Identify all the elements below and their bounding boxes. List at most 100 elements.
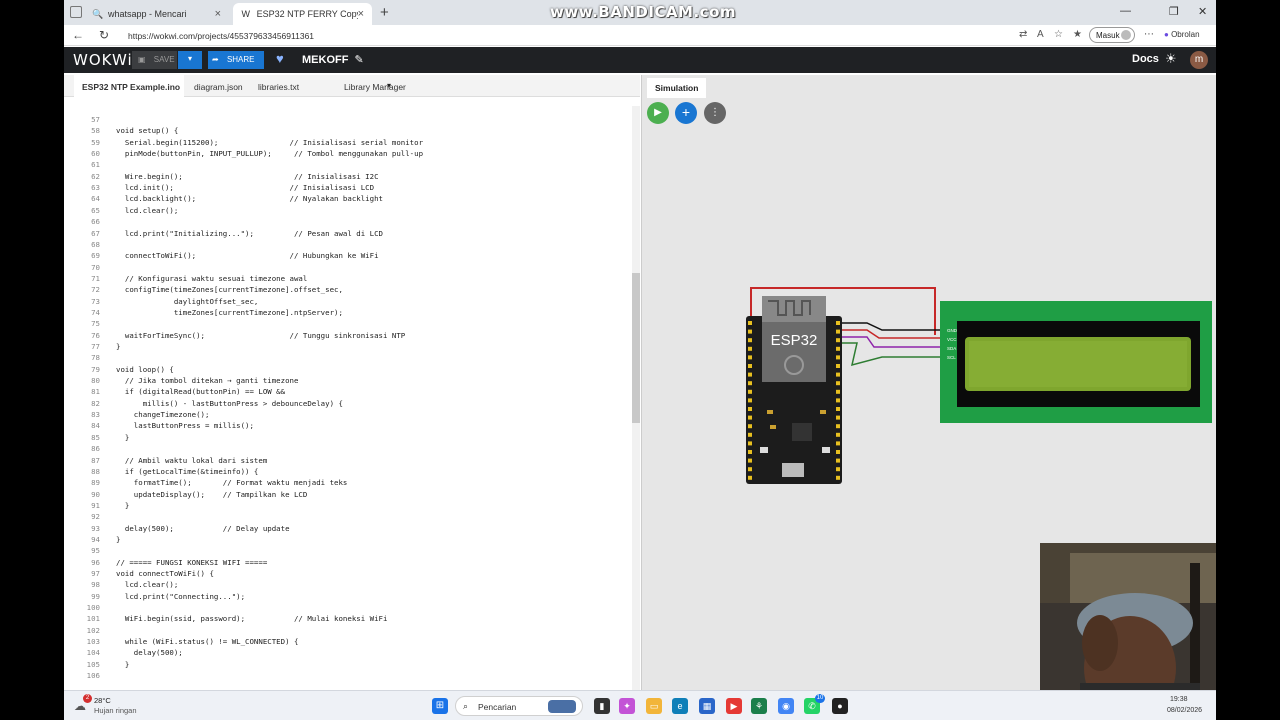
wokwi-logo[interactable]: WOKWi <box>73 51 133 69</box>
code-line[interactable]: 103 while (WiFi.status() != WL_CONNECTED… <box>64 636 632 647</box>
header-pin[interactable] <box>836 424 840 429</box>
code-line[interactable]: 61 <box>64 159 632 170</box>
header-pin[interactable] <box>836 389 840 394</box>
close-window-icon[interactable]: ✕ <box>1198 6 1208 18</box>
browser-tab-wokwi[interactable]: W ESP32 NTP FERRY Copyok Copy - W × <box>233 3 372 25</box>
copilot-button[interactable]: ● Obrolan <box>1164 30 1200 39</box>
weather-icon[interactable]: ☁ <box>74 699 86 713</box>
microsoft-store-icon[interactable]: ▦ <box>699 698 715 714</box>
tab-libraries-txt[interactable]: libraries.txt <box>258 75 318 97</box>
header-pin[interactable] <box>748 346 752 351</box>
code-line[interactable]: 73 daylightOffset_sec, <box>64 296 632 307</box>
project-name[interactable]: MEKOFF ✎ <box>302 53 364 66</box>
code-line[interactable]: 85 } <box>64 432 632 443</box>
header-pin[interactable] <box>748 432 752 437</box>
code-line[interactable]: 87 // Ambil waktu lokal dari sistem <box>64 455 632 466</box>
youtube-icon[interactable]: ▶ <box>726 698 742 714</box>
code-line[interactable]: 67 lcd.print("Initializing..."); // Pesa… <box>64 228 632 239</box>
code-line[interactable]: 68 <box>64 239 632 250</box>
tab-diagram-json[interactable]: diagram.json <box>192 75 252 97</box>
code-line[interactable]: 94} <box>64 534 632 545</box>
weather-temperature[interactable]: 28°C <box>94 696 111 705</box>
task-view-icon[interactable]: ▮ <box>594 698 610 714</box>
header-pin[interactable] <box>748 467 752 472</box>
close-icon[interactable]: × <box>357 8 364 20</box>
header-pin[interactable] <box>748 381 752 386</box>
esp32-board[interactable]: ESP32 <box>746 296 842 484</box>
code-line[interactable]: 77} <box>64 341 632 352</box>
code-line[interactable]: 71 // Konfigurasi waktu sesuai timezone … <box>64 273 632 284</box>
taskbar-date[interactable]: 08/02/2026 <box>1167 707 1203 714</box>
header-pin[interactable] <box>748 398 752 403</box>
code-line[interactable]: 80 // Jika tombol ditekan → ganti timezo… <box>64 375 632 386</box>
code-line[interactable]: 92 <box>64 511 632 522</box>
header-pin[interactable] <box>836 441 840 446</box>
header-pin[interactable] <box>748 321 752 325</box>
code-line[interactable]: 74 timeZones[currentTimezone].ntpServer)… <box>64 307 632 318</box>
read-aloud-icon[interactable]: A <box>1037 29 1044 40</box>
close-icon[interactable]: × <box>214 8 221 20</box>
header-pin[interactable] <box>836 338 840 343</box>
weather-description[interactable]: Hujan ringan <box>94 706 137 715</box>
favorite-icon[interactable]: ☆ <box>1054 29 1063 40</box>
header-pin[interactable] <box>836 398 840 403</box>
translate-icon[interactable]: ⇄ <box>1019 29 1028 40</box>
header-pin[interactable] <box>836 415 840 420</box>
taskbar-search[interactable]: ⌕ Pencarian <box>455 696 583 716</box>
header-pin[interactable] <box>836 458 840 463</box>
maximize-icon[interactable]: ❐ <box>1169 6 1179 18</box>
header-pin[interactable] <box>836 432 840 437</box>
header-pin[interactable] <box>836 321 840 325</box>
tab-actions-icon[interactable] <box>70 6 82 18</box>
docs-link[interactable]: Docs <box>1132 53 1159 65</box>
theme-toggle-icon[interactable]: ☀ <box>1165 51 1177 66</box>
add-part-button[interactable]: + <box>675 102 697 124</box>
header-pin[interactable] <box>836 475 840 480</box>
header-pin[interactable] <box>748 338 752 343</box>
start-simulation-button[interactable]: ▶ <box>647 102 669 124</box>
browser-tab-whatsapp[interactable]: 🔍 whatsapp - Mencari × <box>84 3 229 25</box>
code-line[interactable]: 91 } <box>64 500 632 511</box>
code-line[interactable]: 95 <box>64 545 632 556</box>
code-line[interactable]: 57 <box>64 114 632 125</box>
code-line[interactable]: 96// ===== FUNGSI KONEKSI WIFI ===== <box>64 557 632 568</box>
more-options-button[interactable]: ⋮ <box>704 102 726 124</box>
tab-simulation[interactable]: Simulation <box>647 78 707 98</box>
code-line[interactable]: 90 updateDisplay(); // Tampilkan ke LCD <box>64 489 632 500</box>
code-line[interactable]: 70 <box>64 262 632 273</box>
refresh-icon[interactable]: ↻ <box>99 28 110 42</box>
code-line[interactable]: 82 millis() - lastButtonPress > debounce… <box>64 398 632 409</box>
header-pin[interactable] <box>748 415 752 420</box>
tab-library-manager[interactable]: Library Manager <box>344 75 424 97</box>
minimize-icon[interactable]: — <box>1120 5 1131 17</box>
more-menu-icon[interactable]: ⋯ <box>1144 29 1154 40</box>
header-pin[interactable] <box>748 458 752 463</box>
red-wire[interactable] <box>750 287 936 335</box>
header-pin[interactable] <box>836 407 840 411</box>
code-line[interactable]: 86 <box>64 443 632 454</box>
windows-start-icon[interactable]: ⊞ <box>432 698 448 714</box>
header-pin[interactable] <box>748 475 752 480</box>
code-line[interactable]: 100 <box>64 602 632 613</box>
code-line[interactable]: 65 lcd.clear(); <box>64 205 632 216</box>
code-line[interactable]: 102 <box>64 625 632 636</box>
code-line[interactable]: 101 WiFi.begin(ssid, password); // Mulai… <box>64 613 632 624</box>
tab-ino-file[interactable]: ESP32 NTP Example.ino <box>74 75 184 97</box>
avatar[interactable]: m <box>1190 51 1208 69</box>
vcc-wire[interactable] <box>838 329 941 339</box>
header-pin[interactable] <box>836 346 840 351</box>
header-pin[interactable] <box>748 372 752 377</box>
header-pin[interactable] <box>836 450 840 454</box>
header-pin[interactable] <box>836 355 840 360</box>
code-line[interactable]: 99 lcd.print("Connecting..."); <box>64 591 632 602</box>
chrome-icon[interactable]: ◉ <box>778 698 794 714</box>
copilot-app-icon[interactable]: ✦ <box>619 698 635 714</box>
header-pin[interactable] <box>748 329 752 334</box>
bandicam-icon[interactable]: ● <box>832 698 848 714</box>
code-line[interactable]: 98 lcd.clear(); <box>64 579 632 590</box>
header-pin[interactable] <box>836 364 840 368</box>
code-line[interactable]: 84 lastButtonPress = millis(); <box>64 420 632 431</box>
back-icon[interactable]: ← <box>72 28 84 42</box>
